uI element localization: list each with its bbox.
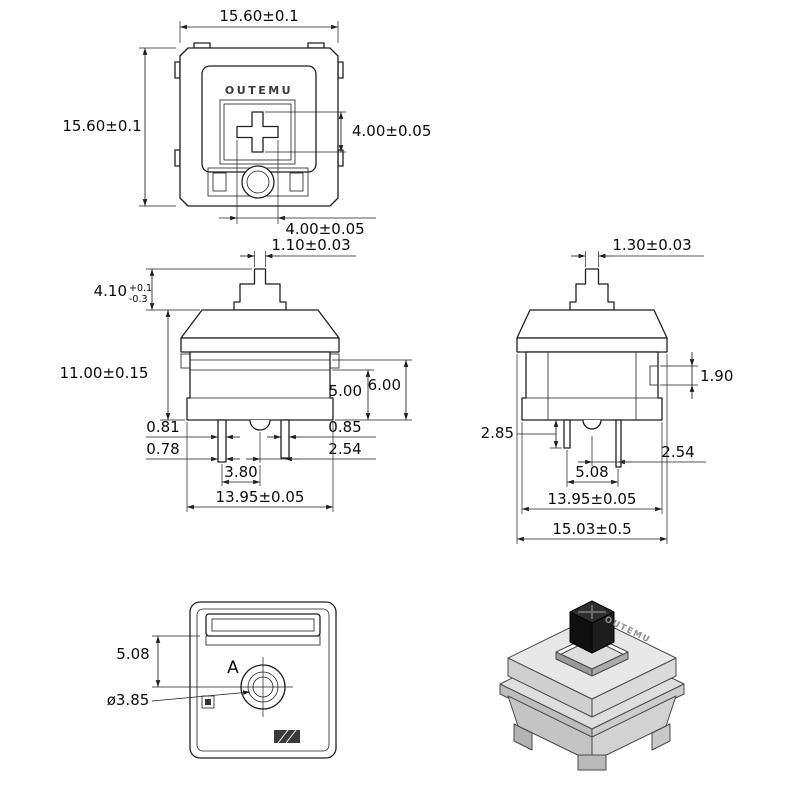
dim-bottom-post-diameter: ø3.85 [107, 691, 150, 709]
dim-top-width: 15.60±0.1 [219, 7, 298, 25]
dim-cross-horizontal: 4.00±0.05 [285, 220, 364, 238]
iso-opening-right [591, 651, 629, 677]
dim-front-pin-width-lower: 0.78 [146, 440, 179, 458]
side-center-post [582, 419, 602, 430]
dim-side-rail-depth: 1.90 [700, 367, 733, 385]
side-pin [615, 419, 622, 468]
front-flange [180, 337, 340, 353]
side-stem [569, 268, 615, 311]
iso-foot-left [513, 723, 533, 751]
dim-front-pin-width-upper: 0.81 [146, 418, 179, 436]
dim-top-height: 15.60±0.1 [62, 117, 141, 135]
section-label: A [227, 658, 239, 678]
bottom-view: A 5.08 ø3.85 [107, 601, 337, 759]
dim-front-base-width: 13.95±0.05 [216, 488, 305, 506]
brand-logo: OUTEMU [225, 84, 293, 97]
dim-front-pin-width-right: 0.85 [328, 418, 361, 436]
side-view: 1.30±0.03 1.90 2.85 2.54 5.08 [481, 236, 733, 544]
dim-side-pin-length: 2.85 [481, 424, 514, 442]
dim-front-stem-travel-tol-plus: +0.1 [129, 283, 152, 294]
side-view-dimensions: 1.30±0.03 1.90 2.85 2.54 5.08 [481, 236, 733, 544]
side-view-part [516, 268, 668, 468]
dim-front-pin-pitch: 2.54 [328, 440, 361, 458]
side-flange [516, 337, 668, 353]
front-lower-housing [186, 351, 334, 421]
dim-side-base-width: 13.95±0.05 [548, 490, 637, 508]
side-clip [649, 365, 659, 386]
front-center-post [249, 419, 271, 431]
side-upper-housing [516, 309, 668, 339]
iso-stem [569, 600, 615, 654]
dim-front-stem-tip: 1.10±0.03 [271, 236, 350, 254]
front-view-part [180, 268, 340, 463]
side-post [563, 419, 571, 449]
dim-front-pin-offset: 3.80 [224, 463, 257, 481]
front-stem [233, 268, 287, 311]
dim-bottom-post-offset: 5.08 [116, 645, 149, 663]
front-view-dimensions: 1.10±0.03 4.10 +0.1 -0.3 11.00±0.15 6.00… [60, 236, 412, 512]
side-lower-housing [521, 351, 663, 421]
bottom-view-dimensions: 5.08 ø3.85 [107, 635, 251, 709]
bottom-view-part: A [189, 601, 337, 759]
top-view-part: OUTEMU [174, 42, 344, 207]
iso-view: OUTEMU [499, 600, 685, 771]
dim-side-post-pitch: 5.08 [575, 463, 608, 481]
dim-side-pin-pitch: 2.54 [661, 443, 694, 461]
front-right-pin [280, 419, 290, 459]
bottom-hatched-pad [274, 729, 300, 744]
dim-front-upper-step: 6.00 [368, 376, 401, 394]
dim-cross-vertical: 4.00±0.05 [352, 122, 431, 140]
front-view: 1.10±0.03 4.10 +0.1 -0.3 11.00±0.15 6.00… [60, 236, 412, 512]
front-left-pin [217, 419, 227, 463]
iso-foot-right [651, 723, 671, 751]
dim-side-overall-width: 15.03±0.5 [552, 520, 631, 538]
dim-front-stem-travel-tol-minus: -0.3 [129, 294, 148, 305]
dim-side-stem-tip: 1.30±0.03 [612, 236, 691, 254]
dim-front-body-height: 11.00±0.15 [60, 364, 149, 382]
front-upper-housing [180, 309, 340, 339]
iso-foot-center [577, 754, 607, 771]
dim-front-lower-step: 5.00 [329, 382, 362, 400]
top-view: OUTEMU 15.60±0.1 15.60±0.1 4.00± [62, 7, 431, 238]
dim-front-stem-travel: 4.10 [94, 282, 127, 300]
stem-cross [236, 111, 279, 153]
top-view-dimensions: 15.60±0.1 15.60±0.1 4.00±0.05 4.00±0.05 [62, 7, 431, 238]
